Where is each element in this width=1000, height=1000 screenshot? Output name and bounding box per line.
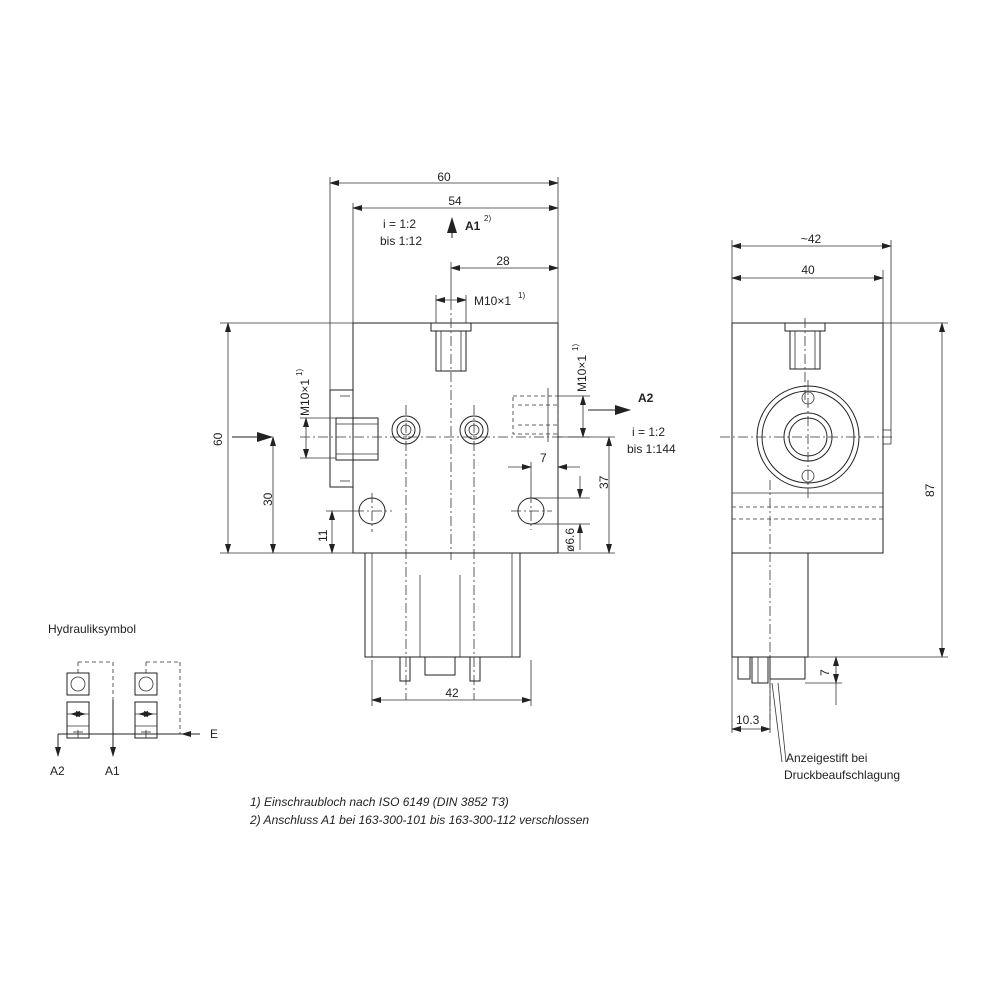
dim-side-width-40: 40: [801, 263, 815, 277]
dim-bottom-42: 42: [445, 686, 459, 700]
footnote-2: 2) Anschluss A1 bei 163-300-101 bis 163-…: [249, 813, 589, 827]
thread-top-label: M10×1: [474, 294, 511, 308]
footnote-1: 1) Einschraubloch nach ISO 6149 (DIN 385…: [250, 795, 509, 809]
dim-side-width-42: ~42: [801, 232, 822, 246]
dim-side-pin-offset: 10.3: [736, 713, 760, 727]
indicator-label-line1: Anzeigestift bei: [786, 751, 867, 765]
side-view: ~42 40 87 7 10.3 Anzeigestift bei Druckb…: [720, 232, 948, 782]
dim-right-37: 37: [597, 475, 611, 489]
top-port: [430, 300, 472, 560]
dim-width-60: 60: [437, 170, 451, 184]
port-a2-label: A2: [638, 391, 654, 405]
right-port: [512, 388, 559, 442]
dim-side-pin-7: 7: [818, 669, 832, 676]
hydraulic-label-a2: A2: [50, 764, 65, 778]
dim-side-height-87: 87: [923, 483, 937, 497]
ratio-a1-line2: bis 1:12: [380, 234, 422, 248]
thread-top-footnote: 1): [518, 291, 525, 300]
thread-left-footnote: 1): [295, 369, 304, 376]
port-a1-label: A1: [465, 219, 481, 233]
dim-hole-dia: ø6.6: [563, 528, 577, 552]
side-body: [731, 322, 884, 554]
side-cylinder: [731, 552, 809, 658]
front-view: 60 54 28 A1 2) i = 1:2 bis 1:12 M10×1 1)…: [211, 170, 676, 706]
hydraulic-label-a1: A1: [105, 764, 120, 778]
left-port: [329, 389, 379, 488]
dim-offset-28: 28: [496, 254, 510, 268]
ratio-a2-line2: bis 1:144: [627, 442, 676, 456]
hydraulic-symbol-title: Hydrauliksymbol: [48, 622, 136, 636]
dim-width-54: 54: [448, 194, 462, 208]
ratio-a2-line1: i = 1:2: [632, 425, 665, 439]
dim-axis-30: 30: [261, 492, 275, 506]
dim-hole-offset-7: 7: [540, 451, 547, 465]
footnotes: 1) Einschraubloch nach ISO 6149 (DIN 385…: [249, 795, 589, 827]
hydraulic-label-e: E: [210, 727, 218, 741]
indicator-label-line2: Druckbeaufschlagung: [784, 768, 900, 782]
dim-height-60: 60: [211, 432, 225, 446]
dim-hole-11: 11: [316, 529, 330, 542]
footnote-ref-a1: 2): [484, 214, 491, 223]
thread-left-label: M10×1: [298, 379, 312, 416]
ratio-a1-line1: i = 1:2: [383, 217, 416, 231]
front-body: [352, 322, 559, 554]
thread-right-label: M10×1: [575, 355, 589, 392]
front-cylinder: [364, 552, 521, 658]
hydraulic-symbol: Hydrauliksymbol A2 A1 E: [48, 622, 218, 778]
thread-right-footnote: 1): [571, 344, 580, 351]
